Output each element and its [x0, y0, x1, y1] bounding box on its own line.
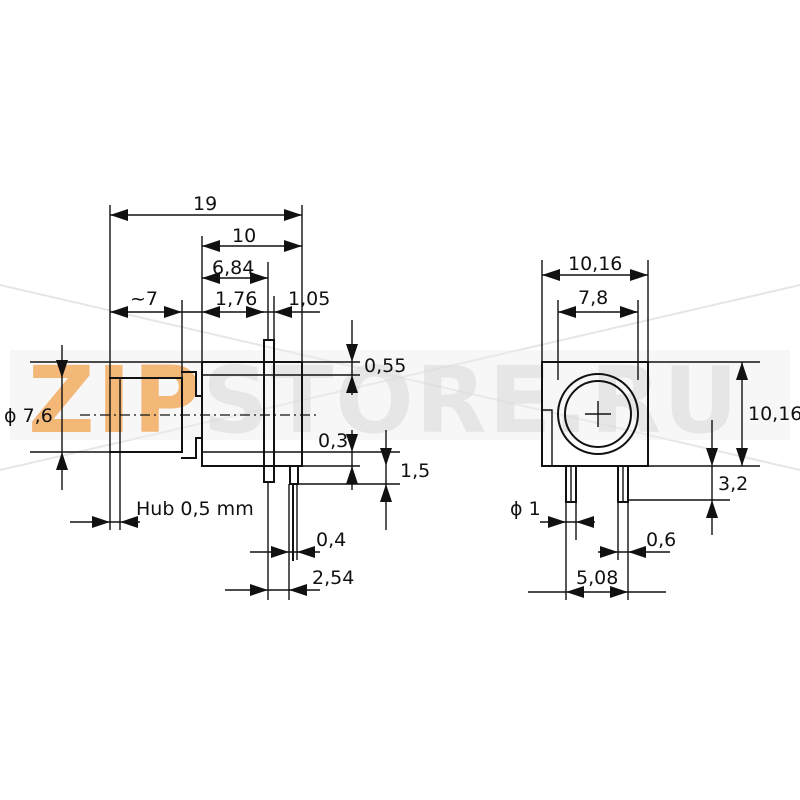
dim-label-top-step: 0,55	[364, 355, 406, 377]
dim-label-diameter: ϕ 7,6	[4, 405, 53, 427]
side-view: 19 10 6,84 1,76 1,05 ~7 ϕ 7,6 0,55 0,3 1…	[4, 193, 430, 600]
dim-label-pin-width: 0,6	[646, 529, 676, 551]
front-housing-notch	[542, 409, 553, 466]
dim-label-standoff: 3,2	[718, 473, 748, 495]
dim-label-overall-length: 19	[193, 193, 217, 215]
dim-label-body-length: 10	[232, 225, 256, 247]
front-housing	[541, 361, 649, 467]
dim-label-bore: 7,8	[578, 287, 608, 309]
flange	[263, 339, 275, 483]
dim-label-pin-height: 1,5	[400, 460, 430, 482]
housing-body	[201, 361, 303, 467]
bore-outer	[557, 373, 639, 455]
dim-label-pin-thickness: 0,4	[316, 529, 346, 551]
dim-label-pin-diameter: ϕ 1	[510, 498, 541, 520]
dim-label-pin-pitch: 2,54	[312, 567, 354, 589]
dim-label-front-height: 10,16	[748, 403, 800, 425]
dim-label-pin-offset: 1,76	[215, 288, 257, 310]
dim-label-flange: 1,05	[288, 288, 330, 310]
dim-label-front-width: 10,16	[568, 253, 622, 275]
dim-label-to-pins: 6,84	[212, 257, 254, 279]
dim-label-bottom-step: 0,3	[318, 430, 348, 452]
dim-label-stroke: Hub 0,5 mm	[136, 498, 254, 520]
dim-label-pin-spacing: 5,08	[576, 567, 618, 589]
pin-stub	[289, 465, 299, 485]
bore-inner	[564, 380, 632, 448]
front-view: 10,16 7,8 10,16 3,2 ϕ 1 0,6 5,08	[510, 253, 800, 600]
dim-label-front-section: ~7	[130, 288, 158, 310]
